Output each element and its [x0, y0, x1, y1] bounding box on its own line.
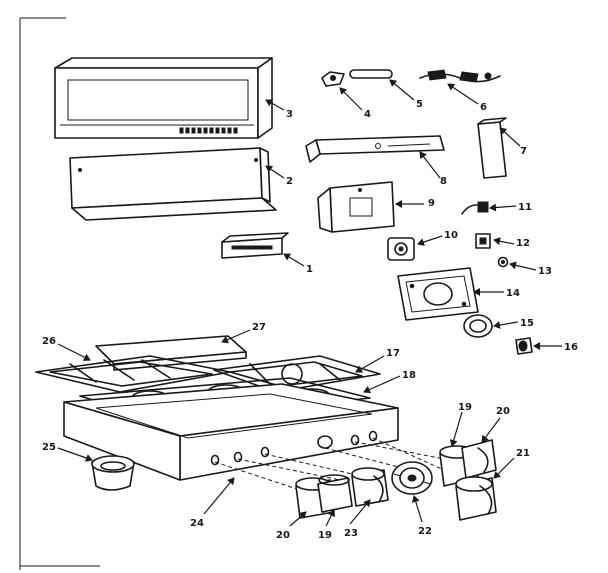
callout-20-right: 20 — [496, 406, 510, 417]
callout-12: 12 — [516, 238, 530, 249]
part-14-control-bezel — [397, 267, 479, 321]
callout-3: 3 — [286, 109, 293, 120]
part-10-switch — [387, 237, 415, 261]
callout-8: 8 — [440, 176, 447, 187]
callout-7: 7 — [520, 146, 527, 157]
callout-27: 27 — [252, 322, 266, 333]
callout-14: 14 — [506, 288, 520, 299]
part-22-dial — [391, 461, 433, 495]
leader-lines — [57, 79, 562, 527]
callout-18: 18 — [402, 370, 416, 381]
part-12-connector — [475, 233, 491, 249]
callout-21: 21 — [516, 448, 530, 459]
callout-20-left: 20 — [276, 530, 290, 541]
part-3-panel-housing — [54, 57, 273, 139]
frame-marks — [19, 17, 100, 570]
part-6-wire-harness — [419, 69, 501, 83]
knob-21 — [455, 476, 497, 521]
callout-22: 22 — [418, 526, 432, 537]
part-1-bracket — [221, 232, 289, 259]
callout-2: 2 — [286, 176, 293, 187]
callout-11: 11 — [518, 202, 532, 213]
part-11-wire-clip — [461, 201, 489, 215]
knob-23 — [351, 467, 389, 507]
callout-26: 26 — [42, 336, 56, 347]
part-15-trim-ring — [463, 314, 493, 338]
part-25-burner-ring — [91, 455, 135, 491]
cooktop-body — [63, 383, 399, 481]
callout-1: 1 — [306, 264, 313, 275]
callout-23: 23 — [344, 528, 358, 539]
callout-19-left: 19 — [318, 530, 332, 541]
callout-6: 6 — [480, 102, 487, 113]
part-27-griddle-cover — [95, 335, 247, 371]
callout-9: 9 — [428, 198, 435, 209]
part-5-rod — [349, 69, 393, 79]
part-8-trim-strip — [305, 135, 445, 163]
knob-20-right — [461, 439, 497, 479]
part-7-side-panel — [477, 117, 507, 179]
knob-valve-holes — [210, 430, 378, 466]
part-4-clip — [321, 71, 345, 87]
callout-16: 16 — [564, 342, 578, 353]
callout-4: 4 — [364, 109, 371, 120]
callout-13: 13 — [538, 266, 552, 277]
part-16-small-knob — [515, 337, 533, 355]
callout-5: 5 — [416, 99, 423, 110]
part-9-mounting-plate — [317, 181, 395, 233]
callout-15: 15 — [520, 318, 534, 329]
callout-10: 10 — [444, 230, 458, 241]
callout-17: 17 — [386, 348, 400, 359]
callout-labels: 3 2 1 4 5 6 7 8 9 10 11 12 13 14 15 16 2… — [42, 99, 578, 541]
part-2-back-guard — [69, 147, 277, 221]
panel-indicator-row — [179, 127, 238, 134]
callout-25: 25 — [42, 442, 56, 453]
callout-19-right: 19 — [458, 402, 472, 413]
part-13-nut — [497, 256, 509, 268]
knob-19-left — [317, 474, 353, 513]
callout-24: 24 — [190, 518, 204, 529]
